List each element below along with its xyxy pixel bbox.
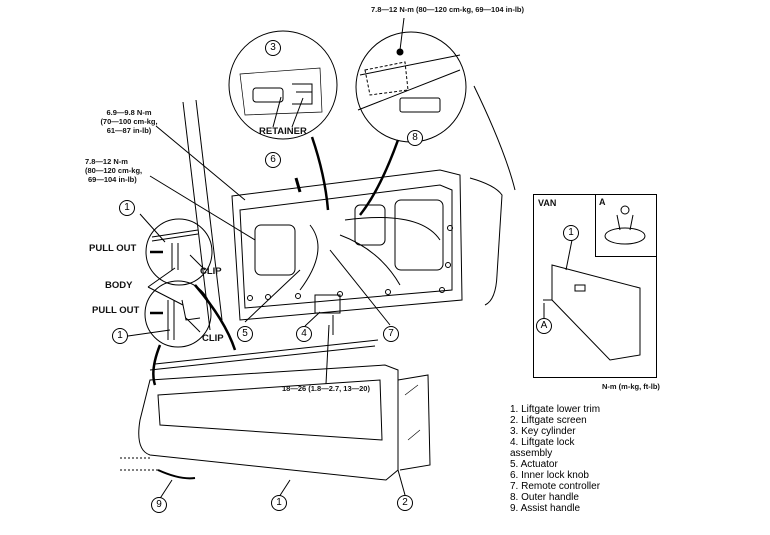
leader-clip1 [189, 254, 206, 271]
leader-2 [397, 469, 406, 496]
inner-lock-knob-shape [294, 177, 302, 193]
body-pillar-left [182, 101, 211, 331]
van-label: VAN [538, 198, 557, 208]
retainer-label: RETAINER [259, 126, 307, 137]
callout-3: 3 [265, 40, 281, 56]
legend-item: 3. Key cylinder [510, 426, 576, 437]
legend-item: 6. Inner lock knob [510, 470, 589, 481]
pull-out-label-lower: PULL OUT [92, 305, 140, 316]
callout-1-van: 1 [563, 225, 579, 241]
leader-bottom-torque [325, 324, 330, 385]
panel-opening-2 [394, 199, 444, 271]
detail-leader-handle [359, 139, 400, 216]
lock-rod-harness [299, 217, 441, 291]
leader-retainer [272, 96, 304, 128]
torque-line: 69—104 in-lb) [88, 175, 137, 184]
detail-leader-key [310, 136, 330, 211]
torque-spec-outer-handle: 7.8—12 N-m (80—120 cm-kg, 69—104 in-lb) [371, 5, 524, 14]
van-leader-1 [565, 239, 573, 271]
units-note: N-m (m-kg, ft-lb) [602, 382, 660, 391]
body-pillar-right-curve [473, 85, 516, 191]
legend-item: 9. Assist handle [510, 503, 581, 514]
panel-opening-1 [254, 224, 296, 276]
liftgate-lower-trim-shape [138, 364, 399, 481]
torque-spec-key-cylinder: 6.9—9.8 N-m (70—100 cm-kg, 61—87 in-lb) [84, 108, 174, 135]
detail-circle-clip-lower [144, 280, 212, 348]
callout-a: A [536, 318, 552, 334]
leader-6.9 [155, 125, 246, 201]
leader-body [147, 267, 184, 306]
callout-7: 7 [383, 326, 399, 342]
leader-1-bottom [278, 479, 291, 498]
legend-item: 5. Actuator [510, 459, 558, 470]
torque-line: 7.8—12 N-m [85, 157, 128, 166]
callout-5: 5 [237, 326, 253, 342]
body-label: BODY [105, 280, 133, 291]
torque-line: (80—120 cm-kg, [85, 166, 143, 175]
body-pillar-left-inner [195, 99, 223, 321]
leader-5 [244, 269, 301, 323]
legend-item: 1. Liftgate lower trim [510, 404, 601, 415]
leader-7.8 [149, 175, 256, 241]
frame-holes [247, 225, 453, 301]
leader-clip2 [185, 317, 201, 333]
callout-1-trim: 1 [271, 495, 287, 511]
liftgate-frame-inner [239, 184, 453, 309]
detail-a-label: A [599, 197, 606, 207]
detail-a-box [595, 194, 656, 257]
detail-leader-clip [194, 284, 237, 351]
callout-4: 4 [296, 326, 312, 342]
assist-handle-shape [157, 469, 196, 480]
detail-circle-key-cylinder [228, 30, 338, 140]
torque-line: (70—100 cm-kg, [100, 117, 158, 126]
callout-9: 9 [151, 497, 167, 513]
leader-9 [158, 479, 173, 501]
detail-circle-clip-upper [145, 218, 213, 286]
torque-spec-lock: 7.8—12 N-m (80—120 cm-kg, 69—104 in-lb) [85, 157, 142, 184]
callout-6: 6 [265, 152, 281, 168]
parts-legend: 1. Liftgate lower trim 2. Liftgate scree… [510, 404, 600, 514]
torque-line: 61—87 in-lb) [106, 126, 152, 135]
detail-circle-outer-handle [355, 31, 467, 143]
torque-line: 6.9—9.8 N-m [106, 108, 152, 117]
legend-item: 7. Remote controller [510, 481, 601, 492]
pull-out-label-upper: PULL OUT [89, 243, 137, 254]
liftgate-screen-shape [397, 374, 431, 471]
callout-8: 8 [407, 130, 423, 146]
clip-label-lower: CLIP [202, 333, 224, 344]
callout-1-upper: 1 [119, 200, 135, 216]
legend-item: assembly [510, 448, 553, 459]
clip-detail-a [604, 227, 646, 245]
clip-label-upper: CLIP [200, 266, 222, 277]
van-trim-panel [551, 264, 641, 361]
lock-assembly-shape [314, 294, 341, 314]
detail-leader-clip2 [152, 344, 162, 386]
callout-2: 2 [397, 495, 413, 511]
torque-spec-trim-screw: 18—26 (1.8—2.7, 13—20) [282, 384, 370, 393]
legend-item: 4. Liftgate lock [510, 437, 575, 448]
panel-opening-3 [354, 204, 386, 246]
callout-1-lower: 1 [112, 328, 128, 344]
liftgate-frame [231, 169, 463, 321]
body-right-panel [469, 177, 503, 306]
legend-item: 8. Outer handle [510, 492, 579, 503]
leader-1-clip-lower [127, 329, 171, 337]
leader-4 [304, 311, 321, 327]
leader-top-torque [399, 17, 405, 51]
leader-7 [329, 249, 391, 326]
legend-item: 2. Liftgate screen [510, 415, 587, 426]
leader-1-clip [139, 213, 166, 243]
